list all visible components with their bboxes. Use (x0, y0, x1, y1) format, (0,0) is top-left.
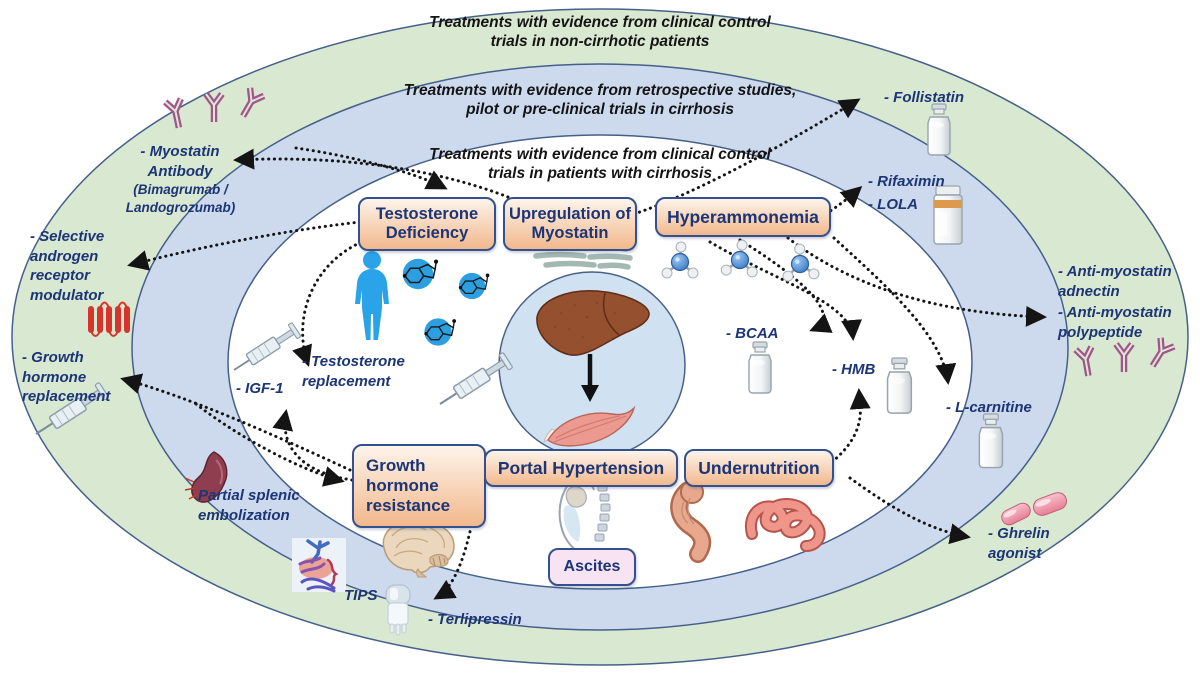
vial-icon-l-carnitine (978, 413, 1004, 469)
stomach-icon (670, 478, 712, 563)
box-portal-hypertension: Portal Hypertension (484, 449, 678, 487)
label-gh-replacement: - Growth hormone replacement (22, 349, 111, 405)
spleen-icon (184, 451, 228, 503)
arrow-to-ghrelin (848, 476, 971, 545)
inner-ring-title: Treatments with evidence from clinical c… (429, 146, 771, 183)
vial-icon-bcaa (748, 341, 772, 394)
arrow-to-rifaximin (824, 185, 863, 216)
box-growth-hormone-resistance: Growth hormone resistance (352, 444, 486, 528)
intestine-icon (744, 497, 826, 552)
label-ghrelin-agonist: - Ghrelin agonist (988, 525, 1050, 562)
stent-icon (385, 584, 411, 636)
abdomen-icon (558, 475, 611, 555)
arrow-to-testosterone-deficiency (294, 146, 448, 190)
arrow-to-sarm (127, 220, 362, 271)
brain-icon (382, 519, 455, 578)
label-myostatin-antibody-sub: (Bimagrumab / Landogrozumab) (125, 182, 236, 215)
label-partial-splenic-embolization: Partial splenic embolization (198, 487, 300, 524)
arrow-to-l-carnitine (832, 236, 957, 385)
box-undernutrition: Undernutrition (684, 449, 834, 487)
label-rifaximin: - Rifaximin (868, 173, 945, 190)
arrow-into-gh-resistance (194, 402, 345, 487)
pill-bottle-icon (933, 185, 963, 245)
capsule-icon-pair (1001, 492, 1067, 526)
label-testosterone-replacement: - Testosterone replacement (302, 353, 405, 390)
arrow-to-testosterone-replacement (292, 238, 368, 367)
muscle-icon (543, 405, 636, 447)
outer-ring-title: Treatments with evidence from clinical c… (429, 14, 771, 51)
box-ascites: Ascites (548, 548, 636, 586)
antibody-icon-cluster-left (152, 84, 274, 142)
arrow-to-anti-myostatin (786, 236, 1047, 327)
molecule-icon-group (402, 258, 491, 347)
receptor-icon (88, 301, 130, 337)
vessels-icon (292, 538, 346, 593)
label-bcaa: - BCAA (726, 325, 779, 342)
box-hyperammonemia: Hyperammonemia (655, 197, 831, 237)
man-icon (355, 251, 389, 340)
vial-icon-follistatin (927, 103, 951, 156)
ammonia-icon-group (660, 237, 821, 283)
arrow-to-myostatin-antibody (233, 148, 510, 199)
label-hmb: - HMB (832, 361, 876, 378)
label-lola: - LOLA (868, 196, 918, 213)
box-upregulation-myostatin: Upregulation of Myostatin (503, 197, 637, 251)
label-l-carnitine: - L-carnitine (946, 399, 1032, 416)
box-testosterone-deficiency: Testosterone Deficiency (358, 197, 496, 251)
middle-ring-title: Treatments with evidence from retrospect… (403, 82, 797, 119)
label-myostatin-antibody: - Myostatin Antibody (140, 143, 220, 180)
label-terlipressin: - Terlipressin (428, 611, 522, 628)
liver-icon (536, 290, 650, 356)
label-igf1: - IGF-1 (236, 380, 284, 397)
label-tips: TIPS (344, 587, 378, 604)
label-anti-myostatin-polypeptide: - Anti-myostatin polypeptide (1058, 304, 1172, 341)
arrow-to-gh-replacement (120, 373, 352, 472)
arrow-to-hmb-up (830, 388, 871, 464)
label-anti-myostatin-adnectin: - Anti-myostatin adnectin (1058, 263, 1172, 300)
arrow-to-bcaa (738, 238, 833, 333)
label-follistatin: - Follistatin (884, 89, 964, 106)
down-arrow-icon (581, 354, 599, 402)
label-sarm: - Selective androgen receptor modulator (30, 228, 105, 304)
